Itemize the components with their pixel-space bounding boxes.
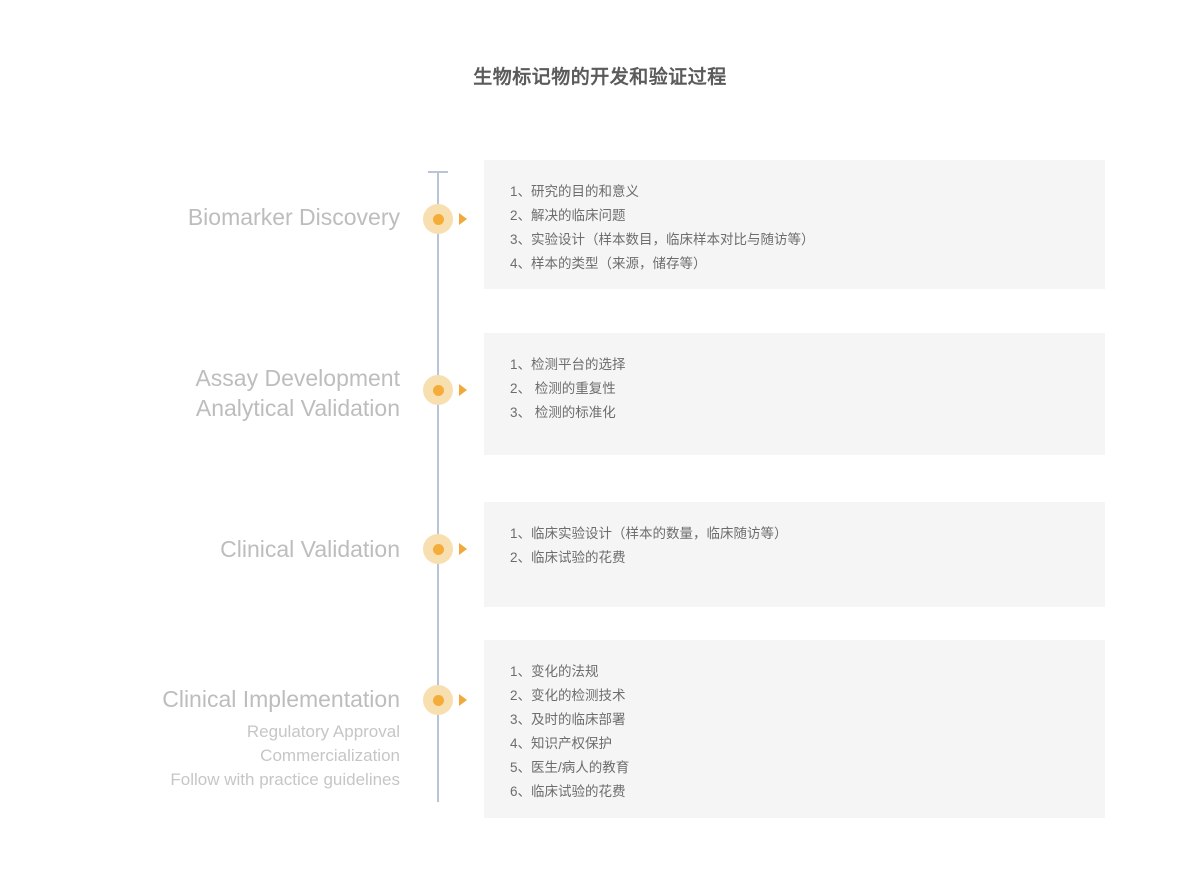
- stage-arrow-icon-4: [459, 694, 467, 706]
- stage-marker-dot-icon: [432, 543, 444, 555]
- stage-arrow-icon-1: [459, 213, 467, 225]
- stage-arrow-icon-3: [459, 543, 467, 555]
- stage-panel-4: 1、变化的法规 2、变化的检测技术 3、及时的临床部署 4、知识产权保护 5、医…: [484, 640, 1105, 818]
- stage-label-group-4: Clinical Implementation Regulatory Appro…: [60, 684, 400, 792]
- stage-marker-dot-icon: [432, 694, 444, 706]
- panel-item: 2、解决的临床问题: [510, 208, 626, 223]
- stage-marker-dot-icon: [432, 213, 444, 225]
- stage-sublabel-line: Follow with practice guidelines: [170, 770, 400, 789]
- panel-item: 2、变化的检测技术: [510, 688, 626, 703]
- stage-marker-dot-icon: [432, 384, 444, 396]
- panel-item: 4、样本的类型（来源，储存等）: [510, 256, 707, 271]
- panel-item: 3、实验设计（样本数目，临床样本对比与随访等）: [510, 232, 815, 247]
- stage-label-line: Biomarker Discovery: [187, 204, 400, 230]
- stage-label-line: Analytical Validation: [195, 395, 400, 421]
- panel-item: 6、临床试验的花费: [510, 784, 626, 799]
- panel-item: 4、知识产权保护: [510, 736, 613, 751]
- panel-item: 1、检测平台的选择: [510, 357, 626, 372]
- stage-arrow-icon-2: [459, 384, 467, 396]
- stage-label-line: Clinical Implementation: [162, 686, 400, 712]
- panel-item: 1、研究的目的和意义: [510, 184, 640, 199]
- panel-item: 2、临床试验的花费: [510, 550, 626, 565]
- panel-item: 1、变化的法规: [510, 664, 599, 679]
- timeline-spine: [437, 172, 439, 802]
- panel-item: 5、医生/病人的教育: [510, 760, 630, 775]
- stage-panel-2: 1、检测平台的选择 2、 检测的重复性 3、 检测的标准化: [484, 333, 1105, 455]
- stage-sublabel-line: Regulatory Approval: [246, 722, 400, 741]
- stage-label-group-2: Assay Development Analytical Validation: [60, 363, 400, 423]
- page-title: 生物标记物的开发和验证过程: [473, 67, 727, 88]
- stage-label-line: Clinical Validation: [220, 536, 400, 562]
- panel-item: 2、 检测的重复性: [510, 381, 616, 396]
- stage-panel-3: 1、临床实验设计（样本的数量，临床随访等） 2、临床试验的花费: [484, 502, 1105, 607]
- stage-sublabel-line: Commercialization: [260, 746, 400, 765]
- stage-marker-3[interactable]: [423, 534, 453, 564]
- stage-label-line: Assay Development: [195, 365, 400, 391]
- panel-item: 3、及时的临床部署: [510, 712, 626, 727]
- stage-panel-1: 1、研究的目的和意义 2、解决的临床问题 3、实验设计（样本数目，临床样本对比与…: [484, 160, 1105, 289]
- stage-label-group-1: Biomarker Discovery: [60, 202, 400, 232]
- stage-marker-2[interactable]: [423, 375, 453, 405]
- stage-label-group-3: Clinical Validation: [60, 534, 400, 564]
- panel-item: 1、临床实验设计（样本的数量，临床随访等）: [510, 526, 788, 541]
- stage-marker-4[interactable]: [423, 685, 453, 715]
- stage-marker-1[interactable]: [423, 204, 453, 234]
- panel-item: 3、 检测的标准化: [510, 405, 616, 420]
